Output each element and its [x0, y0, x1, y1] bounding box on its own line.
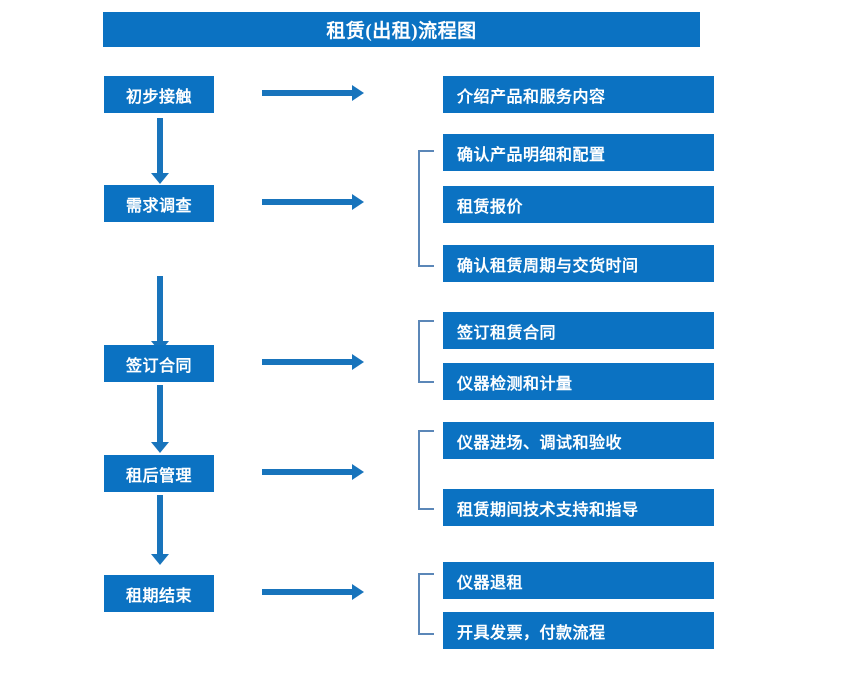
arrow-right-stage-4: [262, 464, 364, 480]
arrow-head: [352, 584, 364, 600]
arrow-down-stage-3-to-4: [149, 385, 171, 453]
stage-box-zuqijieshu[interactable]: 租期结束: [104, 575, 214, 612]
arrow-shaft: [262, 199, 352, 205]
stage-box-chubujiechu[interactable]: 初步接触: [104, 76, 214, 113]
bracket-connector-stage-5: [418, 573, 434, 635]
arrow-down-stage-4-to-5: [149, 495, 171, 565]
arrow-head: [151, 554, 169, 565]
arrow-shaft: [157, 276, 163, 341]
arrow-shaft: [262, 589, 352, 595]
detail-box-1-1[interactable]: 介绍产品和服务内容: [443, 76, 714, 113]
detail-box-5-1[interactable]: 仪器退租: [443, 562, 714, 599]
detail-box-3-1[interactable]: 签订租赁合同: [443, 312, 714, 349]
arrow-down-stage-2-to-3: [149, 276, 171, 352]
arrow-shaft: [157, 118, 163, 173]
bracket-connector-stage-2: [418, 150, 434, 267]
arrow-right-stage-3: [262, 354, 364, 370]
stage-box-zuhouguanli[interactable]: 租后管理: [104, 455, 214, 492]
arrow-right-stage-5: [262, 584, 364, 600]
arrow-shaft: [262, 90, 352, 96]
arrow-head: [352, 354, 364, 370]
arrow-shaft: [262, 359, 352, 365]
stage-box-qiandinghetong[interactable]: 签订合同: [104, 345, 214, 382]
stage-box-xuqiudiaocha[interactable]: 需求调查: [104, 185, 214, 222]
arrow-down-stage-1-to-2: [149, 118, 171, 184]
detail-box-2-2[interactable]: 租赁报价: [443, 186, 714, 223]
arrow-head: [151, 173, 169, 184]
bracket-connector-stage-3: [418, 320, 434, 383]
diagram-title: 租赁(出租)流程图: [103, 12, 700, 47]
arrow-shaft: [262, 469, 352, 475]
arrow-right-stage-2: [262, 194, 364, 210]
detail-box-4-2[interactable]: 租赁期间技术支持和指导: [443, 489, 714, 526]
arrow-right-stage-1: [262, 85, 364, 101]
arrow-head: [151, 442, 169, 453]
detail-box-3-2[interactable]: 仪器检测和计量: [443, 363, 714, 400]
detail-box-2-3[interactable]: 确认租赁周期与交货时间: [443, 245, 714, 282]
arrow-shaft: [157, 385, 163, 442]
arrow-head: [352, 85, 364, 101]
detail-box-2-1[interactable]: 确认产品明细和配置: [443, 134, 714, 171]
arrow-shaft: [157, 495, 163, 554]
arrow-head: [352, 464, 364, 480]
bracket-connector-stage-4: [418, 430, 434, 510]
detail-box-4-1[interactable]: 仪器进场、调试和验收: [443, 422, 714, 459]
detail-box-5-2[interactable]: 开具发票，付款流程: [443, 612, 714, 649]
arrow-head: [352, 194, 364, 210]
